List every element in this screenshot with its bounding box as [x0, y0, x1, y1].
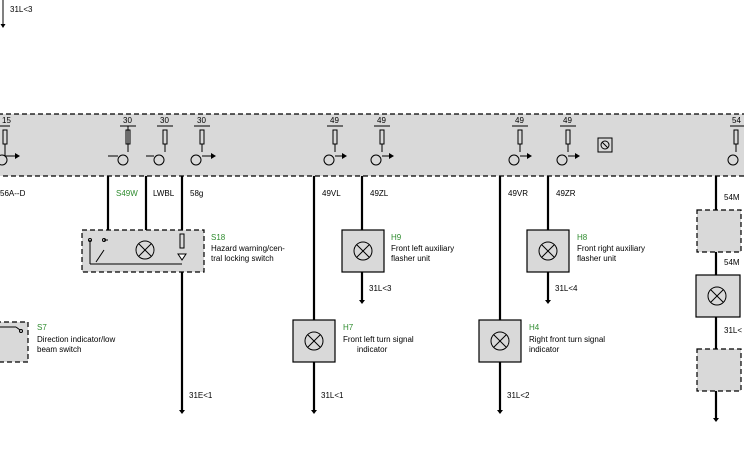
- signal-58g: 58g: [190, 189, 203, 198]
- s18-label-1: Hazard warning/cen-: [211, 244, 285, 253]
- s7-label-1: Direction indicator/low: [37, 335, 115, 344]
- s18-code: S18: [211, 233, 226, 242]
- ground-h8: 31L<4: [555, 284, 578, 293]
- signal-lwbl: LWBL: [153, 189, 175, 198]
- top-ground-label: 31L<3: [10, 5, 33, 14]
- svg-text:49: 49: [515, 116, 524, 125]
- h9-label-2: flasher unit: [391, 254, 431, 263]
- terminal-54: 54: [727, 116, 744, 166]
- svg-text:54: 54: [732, 116, 741, 125]
- svg-text:15: 15: [2, 116, 11, 125]
- h4-turn-lamp: [478, 319, 522, 414]
- ground-right: 31L<: [724, 326, 742, 335]
- h8-flasher-lamp: [526, 229, 570, 304]
- h9-flasher-lamp: [341, 229, 385, 304]
- signal-49zl: 49ZL: [370, 189, 389, 198]
- terminal-15: 15: [0, 116, 20, 166]
- right-component-chain: [695, 209, 742, 422]
- top-ground: 31L<3: [0, 0, 33, 28]
- h8-label-1: Front right auxiliary: [577, 244, 645, 253]
- ground-h9: 31L<3: [369, 284, 392, 293]
- svg-text:49: 49: [377, 116, 386, 125]
- h8-label-2: flasher unit: [577, 254, 617, 263]
- terminal-49-b: 49: [370, 116, 394, 166]
- svg-text:49: 49: [330, 116, 339, 125]
- s7-label-2: beam switch: [37, 345, 81, 354]
- s18-hazard-switch: [81, 229, 205, 273]
- h7-turn-lamp: [292, 319, 336, 414]
- h9-code: H9: [391, 233, 402, 242]
- h4-label-2: indicator: [529, 345, 560, 354]
- h4-code: H4: [529, 323, 540, 332]
- svg-text:30: 30: [160, 116, 169, 125]
- terminal-30-a: 30: [108, 116, 136, 166]
- ground-58g-symbol: [179, 410, 185, 414]
- terminal-49-a: 49: [323, 116, 347, 166]
- signal-54m-b: 54M: [724, 258, 740, 267]
- signal-56a: 56A--D: [0, 189, 26, 198]
- svg-text:49: 49: [563, 116, 572, 125]
- terminal-30-c: 30: [190, 116, 216, 166]
- h7-label-2: indicator: [357, 345, 388, 354]
- ground-58g: 31E<1: [189, 391, 213, 400]
- s7-code: S7: [37, 323, 47, 332]
- signal-49zr: 49ZR: [556, 189, 576, 198]
- signal-s49w: S49W: [116, 189, 138, 198]
- svg-text:30: 30: [197, 116, 206, 125]
- signal-49vr: 49VR: [508, 189, 528, 198]
- control-module-housing: [0, 113, 744, 177]
- module-ground-icon: [597, 137, 613, 153]
- h8-code: H8: [577, 233, 588, 242]
- signal-49vl: 49VL: [322, 189, 341, 198]
- terminal-49-c: 49: [508, 116, 532, 166]
- terminal-30-b: 30: [146, 116, 173, 166]
- h9-label-1: Front left auxiliary: [391, 244, 454, 253]
- signal-54m-a: 54M: [724, 193, 740, 202]
- s7-indicator-switch: [0, 321, 29, 363]
- terminal-49-d: 49: [556, 116, 580, 166]
- svg-text:30: 30: [123, 116, 132, 125]
- h4-label-1: Right front turn signal: [529, 335, 605, 344]
- s18-label-2: tral locking switch: [211, 254, 274, 263]
- ground-h7: 31L<1: [321, 391, 344, 400]
- h7-label-1: Front left turn signal: [343, 335, 414, 344]
- ground-h4: 31L<2: [507, 391, 530, 400]
- h7-code: H7: [343, 323, 354, 332]
